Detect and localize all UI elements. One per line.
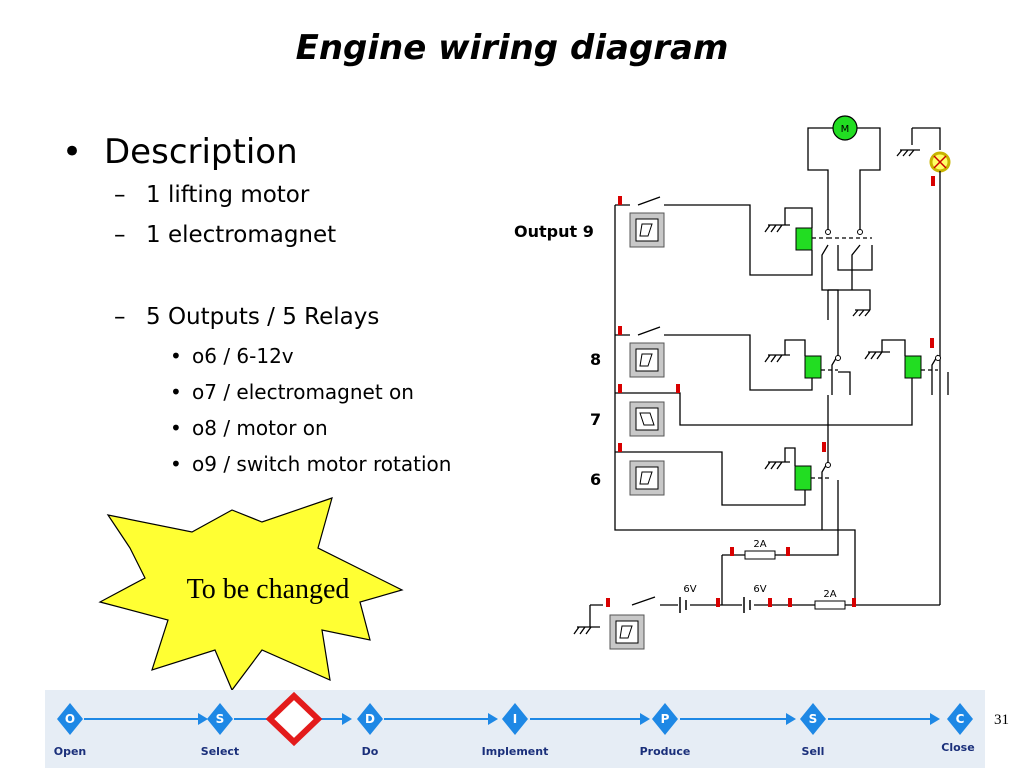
switch-box-8[interactable] — [629, 342, 665, 378]
nav-step-open[interactable]: O Open — [54, 703, 87, 758]
ground-symbol — [864, 351, 890, 360]
bullet-text: 1 electromagnet — [146, 222, 337, 248]
battery-line-wire — [590, 596, 940, 606]
fuse1-wire — [722, 530, 839, 556]
fuse2-label: 2A — [823, 589, 836, 600]
battery1-label: 6V — [683, 584, 696, 595]
battery-2 — [743, 597, 751, 613]
row6-wire — [615, 451, 806, 506]
ground-symbol — [852, 309, 871, 317]
bullet-text: o9 / switch motor rotation — [192, 452, 452, 476]
page-number: 31 — [994, 712, 1009, 728]
nav-step-letter: I — [513, 712, 517, 726]
nav-step-letter: S — [809, 712, 818, 726]
relay-7 — [904, 355, 922, 379]
bullet-text: o6 / 6-12v — [192, 344, 294, 368]
motor-wire — [807, 127, 881, 230]
fuse1-label: 2A — [753, 539, 766, 550]
bullet-text: o7 / electromagnet on — [192, 380, 414, 404]
nav-step-close[interactable]: C Close — [941, 703, 975, 754]
main-bus-wire — [614, 205, 856, 605]
bullet-text: 5 Outputs / 5 Relays — [146, 304, 380, 330]
row9-wire — [615, 196, 813, 276]
relay6-wire — [784, 395, 839, 530]
sub-bullet: •o8 / motor on — [170, 416, 328, 440]
nav-step-sell[interactable]: S Sell — [800, 703, 826, 758]
bullet-text: Description — [104, 132, 298, 172]
fuse-2 — [814, 600, 846, 610]
switch-box-9[interactable] — [629, 212, 665, 248]
nav-step-diamond — [57, 703, 83, 735]
page-title: Engine wiring diagram — [295, 28, 729, 68]
switch-box-6[interactable] — [629, 460, 665, 496]
relay7-wire — [881, 339, 906, 356]
battery2-label: 6V — [753, 584, 766, 595]
nav-step-letter: S — [216, 712, 225, 726]
fuse-1 — [744, 550, 776, 560]
row7-wire — [615, 378, 913, 426]
battery-1 — [679, 597, 687, 613]
relay-8 — [804, 355, 822, 379]
starburst-label: To be changed — [187, 574, 350, 605]
nav-step-label: Implement — [482, 745, 549, 758]
nav-step-implement[interactable]: I Implement — [482, 703, 549, 758]
ground-symbol — [764, 224, 790, 233]
ground-symbol — [573, 605, 600, 635]
nav-step-label: Open — [54, 745, 87, 758]
nav-step-letter: O — [65, 712, 75, 726]
bullet-text: o8 / motor on — [192, 416, 328, 440]
output-7-label: 7 — [590, 410, 602, 429]
ground-symbol — [896, 149, 920, 157]
relay-9 — [795, 227, 813, 251]
bullet-description: •Description — [62, 132, 298, 172]
bullet-item: –1 electromagnet — [114, 222, 337, 248]
nav-step-diamond — [652, 703, 678, 735]
bullet-item: –1 lifting motor — [114, 182, 310, 208]
sub-bullet: •o7 / electromagnet on — [170, 380, 414, 404]
bullet-text: 1 lifting motor — [146, 182, 310, 208]
sub-bullet: •o9 / switch motor rotation — [170, 452, 452, 476]
nav-step-label: Select — [201, 745, 239, 758]
output-6-label: 6 — [590, 470, 602, 489]
motor-label: M — [841, 124, 850, 135]
nav-step-diamond — [800, 703, 826, 735]
terminal-markers — [606, 196, 856, 607]
nav-step-label: Produce — [640, 745, 691, 758]
nav-step-label: Do — [362, 745, 379, 758]
nav-step-label: Close — [941, 741, 974, 754]
nav-step-letter: C — [956, 712, 965, 726]
nav-step-do[interactable]: D Do — [357, 703, 383, 758]
ground-symbol — [764, 354, 790, 363]
relay8-wire — [784, 289, 851, 395]
starburst-shape — [98, 497, 404, 692]
row8-wire — [615, 326, 813, 391]
current-step-marker — [265, 691, 323, 747]
relay9-contacts — [821, 244, 873, 320]
output-8-label: 8 — [590, 350, 602, 369]
nav-step-label: Sell — [802, 745, 825, 758]
nav-step-letter: D — [365, 712, 375, 726]
switch-box-7[interactable] — [629, 401, 665, 437]
nav-arrows — [84, 713, 940, 725]
relay9-ground-wire — [784, 207, 813, 228]
nav-step-diamond — [207, 703, 233, 735]
nav-step-diamond — [357, 703, 383, 735]
nav-step-diamond — [502, 703, 528, 735]
switch-box-main[interactable] — [609, 614, 645, 650]
bullet-list: •Description –1 lifting motor –1 electro… — [62, 132, 451, 488]
lamp-wire — [911, 127, 941, 150]
nav-step-diamond — [947, 703, 973, 735]
nav-step-select[interactable]: S Select — [201, 703, 239, 758]
relay-6 — [794, 465, 812, 491]
output-9-label: Output 9 — [514, 222, 594, 241]
bullet-item: –5 Outputs / 5 Relays — [114, 304, 380, 330]
nav-step-letter: P — [661, 712, 670, 726]
nav-step-produce[interactable]: P Produce — [640, 703, 691, 758]
sub-bullet: •o6 / 6-12v — [170, 344, 294, 368]
ground-symbol — [764, 461, 790, 470]
